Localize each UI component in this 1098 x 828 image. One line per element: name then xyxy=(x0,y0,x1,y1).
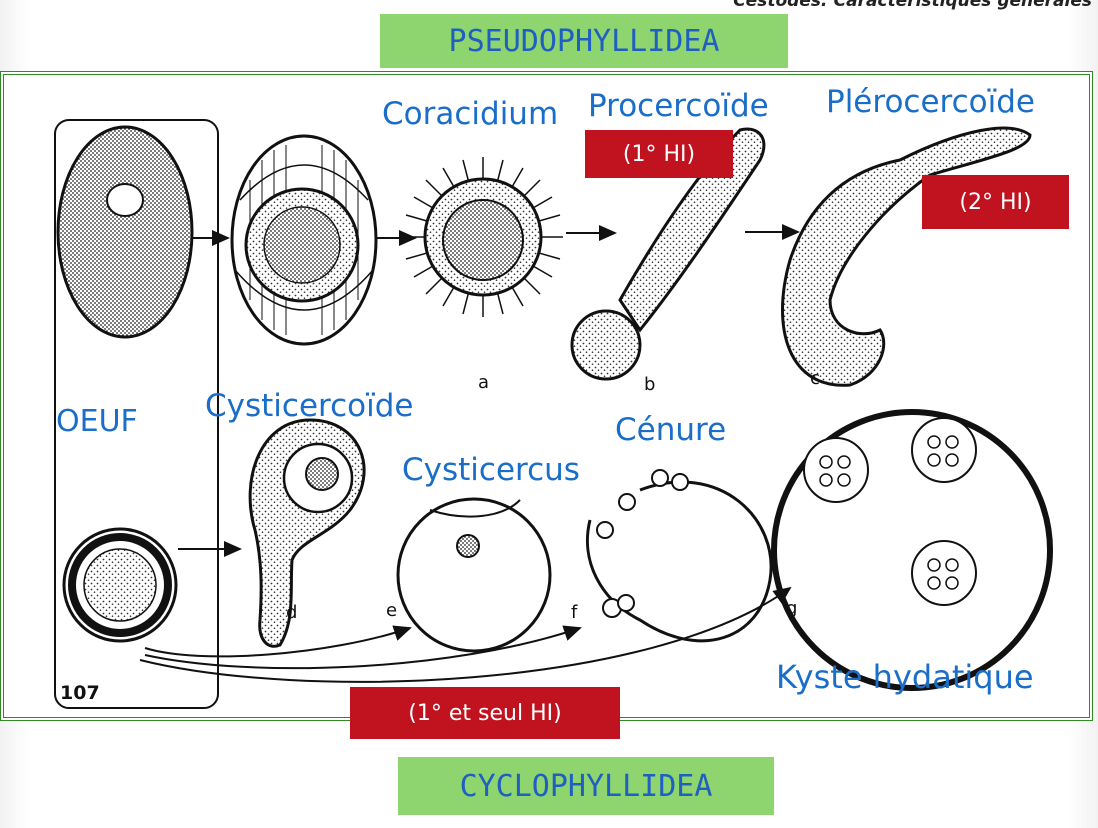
order-label-pseudophyllidea: PSEUDOPHYLLIDEA xyxy=(380,14,788,68)
order-label-cyclophyllidea: CYCLOPHYLLIDEA xyxy=(398,757,774,815)
embryonated-egg xyxy=(230,134,378,346)
coracidium-larva xyxy=(403,157,563,317)
pseudophyllid-egg xyxy=(56,125,194,339)
slide-header: Cestodes: Caractéristiques générales xyxy=(733,0,1092,11)
label-cysticercus: Cysticercus xyxy=(402,452,580,488)
host-badge-first: (1° HI) xyxy=(585,130,733,178)
host-badge-second: (2° HI) xyxy=(922,175,1069,229)
letter-c: c xyxy=(810,368,820,389)
label-cysticercoide: Cysticercoïde xyxy=(205,388,414,424)
hydatid-cyst xyxy=(771,409,1053,691)
taeniid-egg xyxy=(62,527,178,643)
letter-d: d xyxy=(286,602,298,623)
cysticercoid-larva xyxy=(248,418,366,648)
label-procercoide: Procercoïde xyxy=(588,88,769,124)
letter-b: b xyxy=(644,374,656,395)
label-kyste-hydatique: Kyste hydatique xyxy=(776,658,1034,696)
letter-a: a xyxy=(478,372,490,393)
letter-g: g xyxy=(786,598,798,619)
label-plerocercoide: Plérocercoïde xyxy=(826,84,1035,120)
letter-f: f xyxy=(571,602,578,623)
label-cenure: Cénure xyxy=(615,412,727,448)
egg-panel xyxy=(54,119,219,709)
figure-number: 107 xyxy=(60,682,100,704)
host-badge-only: (1° et seul HI) xyxy=(350,687,620,739)
cycle-arrows xyxy=(139,224,800,683)
cysticercus-larva xyxy=(396,497,552,653)
label-oeuf: OEUF xyxy=(56,404,138,439)
procercoid-larva xyxy=(570,127,766,381)
letter-e: e xyxy=(386,600,398,621)
plerocercoid-larva xyxy=(781,126,1032,387)
coenurus-larva xyxy=(585,469,773,643)
label-coracidium: Coracidium xyxy=(382,96,559,132)
